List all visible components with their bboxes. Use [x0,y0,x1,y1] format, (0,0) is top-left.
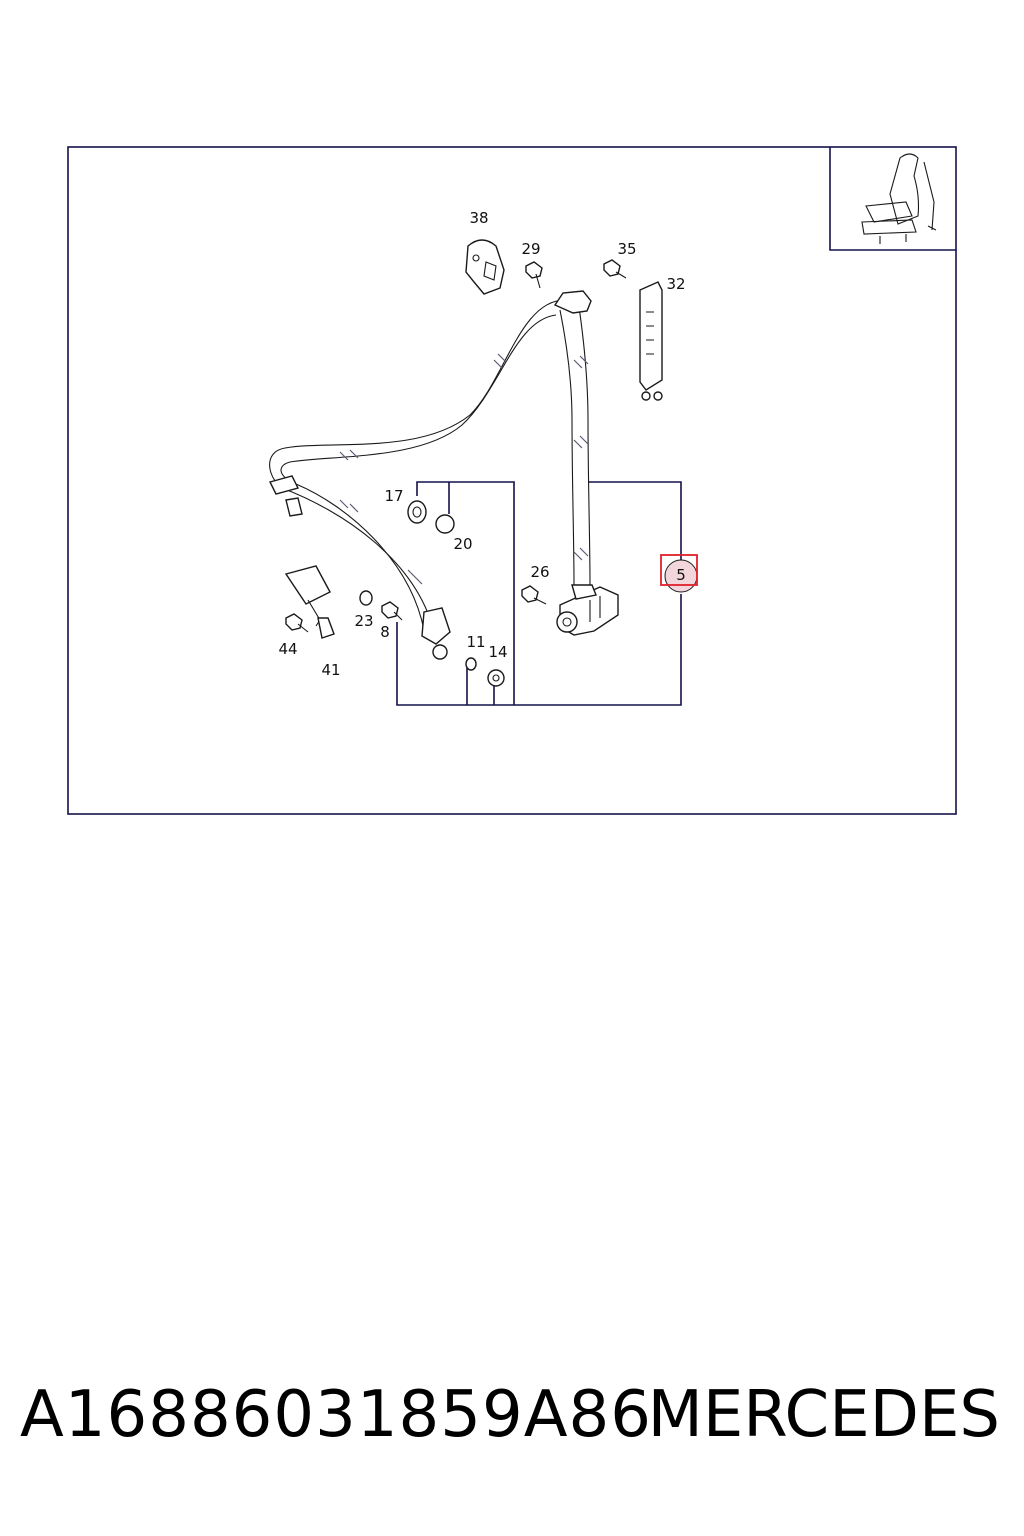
callout-14[interactable]: 14 [488,643,507,661]
seat-belt-webbing [268,290,592,660]
part-35-nut [603,259,627,279]
callout-5-highlight[interactable]: 5 [660,554,698,593]
callout-11[interactable]: 11 [466,633,485,651]
callout-17[interactable]: 17 [384,487,403,505]
callout-8[interactable]: 8 [380,623,390,641]
callout-20[interactable]: 20 [453,535,472,553]
part-number: A16886031859A86 [20,1378,652,1452]
part-29-bolt [525,261,543,289]
part-14-washer [487,669,505,687]
parts-diagram: 5 38 29 35 32 17 20 26 23 8 44 41 11 14 [67,146,957,815]
callout-29[interactable]: 29 [521,240,540,258]
callout-44[interactable]: 44 [278,640,297,658]
callout-38[interactable]: 38 [469,209,488,227]
part-38-bracket [465,239,505,295]
diagram-frame [67,146,957,815]
callout-26[interactable]: 26 [530,563,549,581]
part-41-buckle [284,565,335,639]
callout-5: 5 [676,566,686,584]
part-32-height-adjuster [639,281,663,401]
part-17-grommet [407,500,427,524]
callout-32[interactable]: 32 [666,275,685,293]
belt-retractor [556,584,619,636]
part-26-bolt [521,585,547,605]
footer: A16886031859A86 MERCEDES [0,1378,1024,1488]
leader-lines [396,481,682,706]
part-23-spacer [359,590,373,606]
callout-23[interactable]: 23 [354,612,373,630]
part-8-bolt [381,601,403,621]
part-20-cap [435,514,455,534]
part-11-sleeve [465,657,477,671]
part-44-bolt [285,613,309,633]
callout-35[interactable]: 35 [617,240,636,258]
callout-41[interactable]: 41 [321,661,340,679]
seat-thumbnail-icon [829,147,956,251]
brand-name: MERCEDES [647,1378,1000,1452]
